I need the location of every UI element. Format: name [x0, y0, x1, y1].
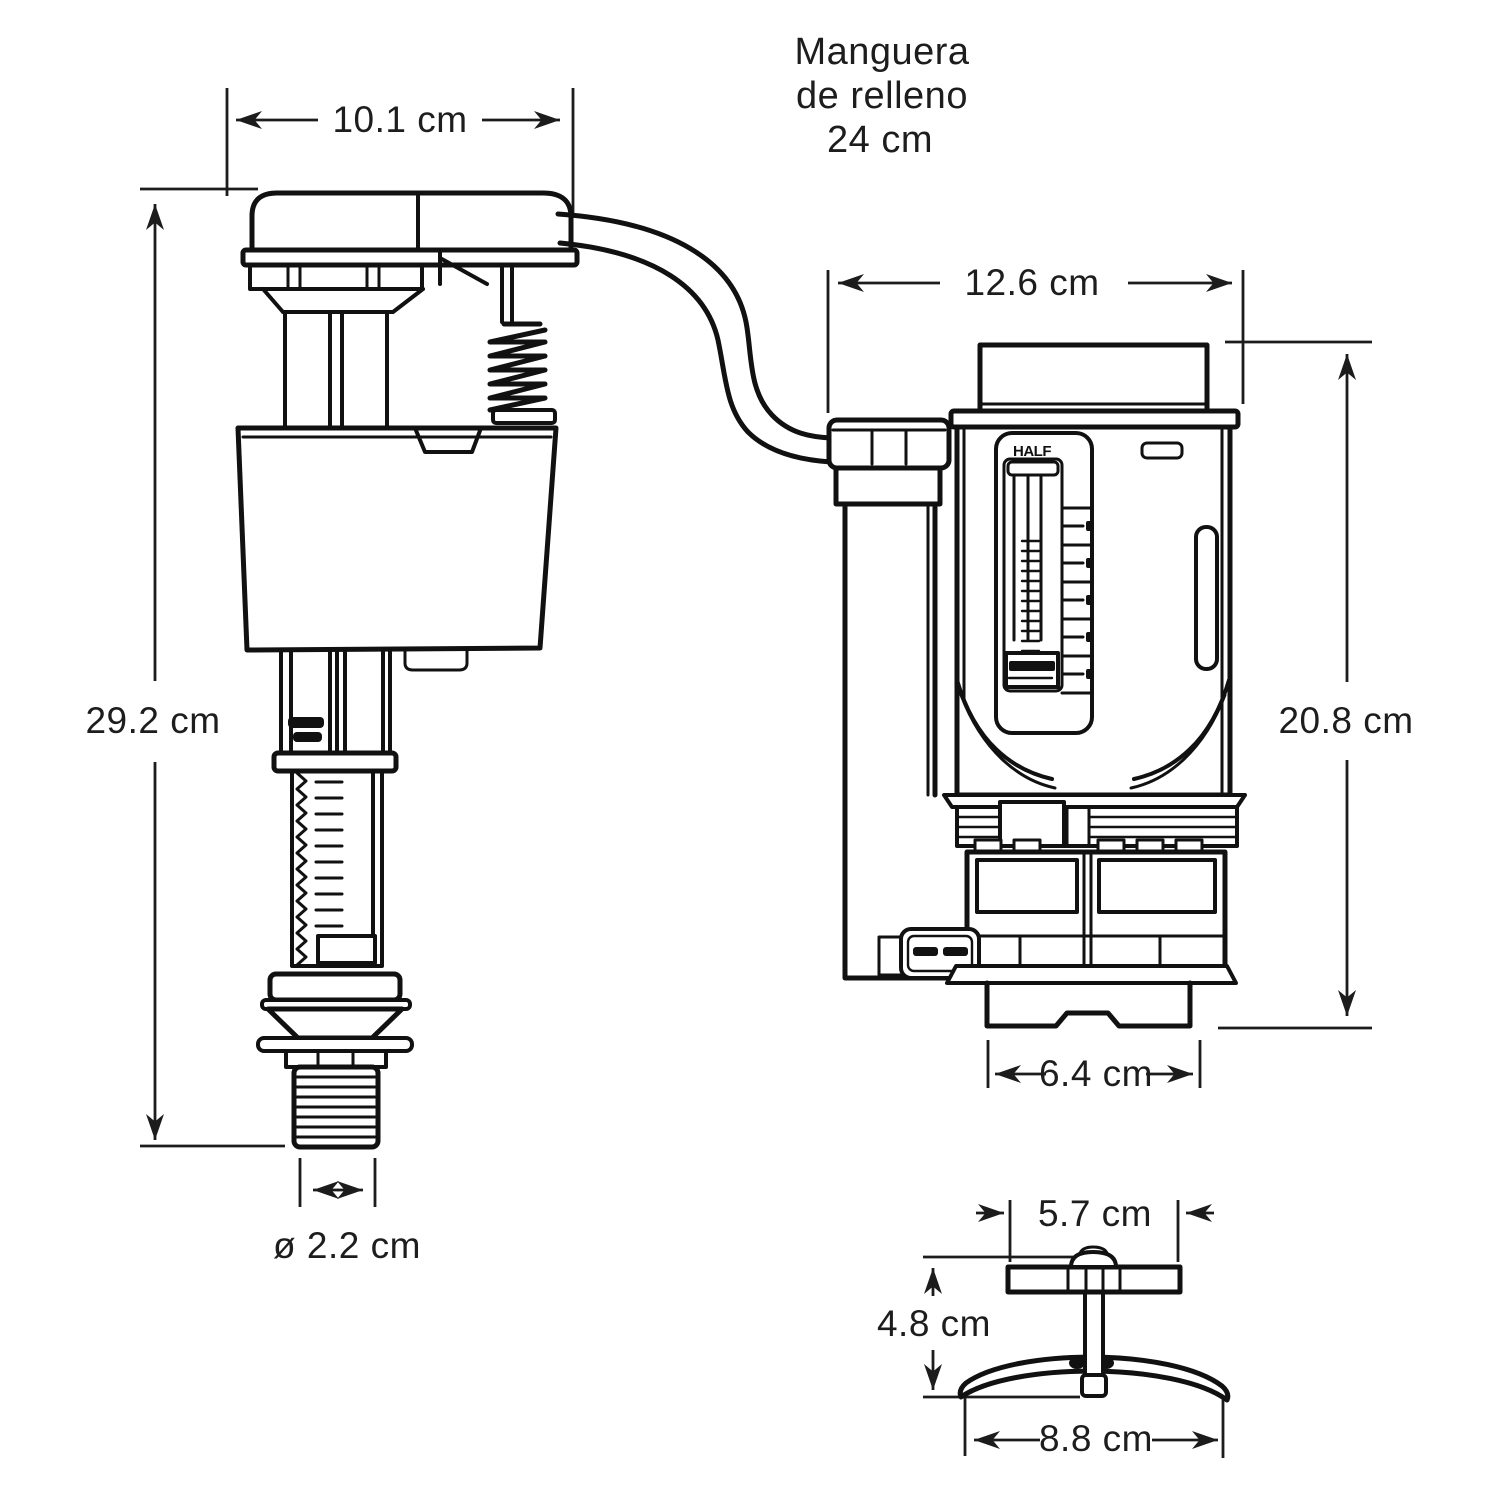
dimension-annotations [140, 88, 1372, 1458]
dim-label-shank-dia: ø 2.2 cm [273, 1225, 421, 1266]
dim-label-flapper-height: 4.8 cm [877, 1303, 991, 1344]
lower-box-window-right [1097, 858, 1217, 914]
lower-box-divider [1082, 850, 1093, 970]
hose-label-line2: de relleno [796, 75, 968, 117]
shank-cone [265, 1006, 405, 1041]
connector-ribs [831, 428, 947, 466]
cage-ribs [286, 263, 381, 291]
knob-grip [1009, 661, 1055, 671]
flapper-plate [1005, 1264, 1183, 1295]
track-rails [1012, 474, 1043, 642]
plate-bolt [1069, 1250, 1118, 1269]
valve-funnel [261, 287, 425, 314]
track-rack [1020, 539, 1041, 653]
thread-lines [295, 1075, 377, 1139]
embossed-label-mark [943, 947, 968, 956]
funnel-curve-right2 [1129, 693, 1227, 790]
scale-ticks [1060, 506, 1094, 695]
cap-base-band [240, 247, 580, 268]
refill-hose [555, 211, 834, 465]
hose-outer-line [555, 211, 834, 441]
dim-label-base-width: 6.4 cm [1039, 1053, 1153, 1094]
embossed-label-mark [288, 717, 324, 728]
flush-upper-box [977, 342, 1210, 414]
hex-facets [316, 1049, 355, 1069]
connector-collar [833, 465, 943, 507]
latch-bracket [877, 935, 904, 977]
hose-inner-line [557, 240, 834, 465]
lever-arm [438, 256, 489, 286]
arc-hole [1069, 1357, 1085, 1369]
ratchet-teeth [295, 771, 308, 967]
base-center-lines [1065, 805, 1091, 848]
stem-foot [1080, 1373, 1108, 1398]
funnel-curve-left2 [959, 693, 1057, 790]
hose-connector [826, 417, 952, 471]
outlet-spigot [984, 980, 1193, 1029]
dim-label-cap-width: 10.1 cm [332, 99, 467, 140]
text-labels: Manguera de relleno 24 cm 10.1 cm 29.2 c… [85, 31, 1413, 1459]
slider-top-handle [1006, 460, 1060, 477]
body-indicator [1140, 441, 1184, 460]
base-center-gap [1067, 809, 1089, 844]
cup-notch [413, 426, 483, 454]
slider-track [1002, 457, 1064, 693]
shank-collar [267, 971, 403, 1003]
cup-tab [403, 648, 469, 672]
ratchet-slide-box [316, 934, 377, 965]
fill-valve-cap [249, 190, 574, 255]
fill-valve [235, 190, 580, 1150]
dim-label-flush-width: 12.6 cm [964, 262, 1099, 303]
body-slot [1194, 525, 1219, 671]
shank-flange [271, 750, 399, 774]
spring-rod [500, 263, 514, 324]
embossed-label-mark [293, 732, 322, 742]
float-cup [235, 425, 559, 653]
lower-box-window-left [975, 858, 1079, 914]
latch-inner [906, 934, 974, 973]
slider-mode-label: HALF [1013, 443, 1051, 460]
bolt-cap [1078, 1245, 1109, 1255]
support-towers [283, 310, 389, 430]
shank-tubes [279, 648, 392, 755]
hose-label-line1: Manguera [794, 31, 969, 73]
ratchet-rails [290, 769, 384, 968]
dim-label-plate-width: 5.7 cm [1038, 1193, 1152, 1234]
ratchet-rack [314, 780, 344, 928]
body-inner-lines [962, 425, 1224, 797]
dim-label-arc-width: 8.8 cm [1039, 1418, 1153, 1459]
plate-segments [1066, 1265, 1122, 1294]
scale-number-marks [1086, 521, 1093, 679]
dim-label-valve-height: 29.2 cm [85, 700, 220, 741]
flush-valve [826, 342, 1247, 1029]
flapper-assembly [957, 1245, 1231, 1403]
dim-label-flush-height: 20.8 cm [1278, 700, 1413, 741]
flapper-stem [1083, 1290, 1105, 1382]
lower-box-lines [965, 934, 1227, 970]
lever-cage [248, 263, 424, 291]
spring-coil [487, 321, 548, 413]
spring-foot [491, 408, 557, 425]
overflow-tube [842, 501, 960, 981]
embossed-label-mark [913, 947, 938, 956]
hose-label-line3: 24 cm [827, 119, 933, 161]
base-flange-bottom [945, 964, 1238, 985]
